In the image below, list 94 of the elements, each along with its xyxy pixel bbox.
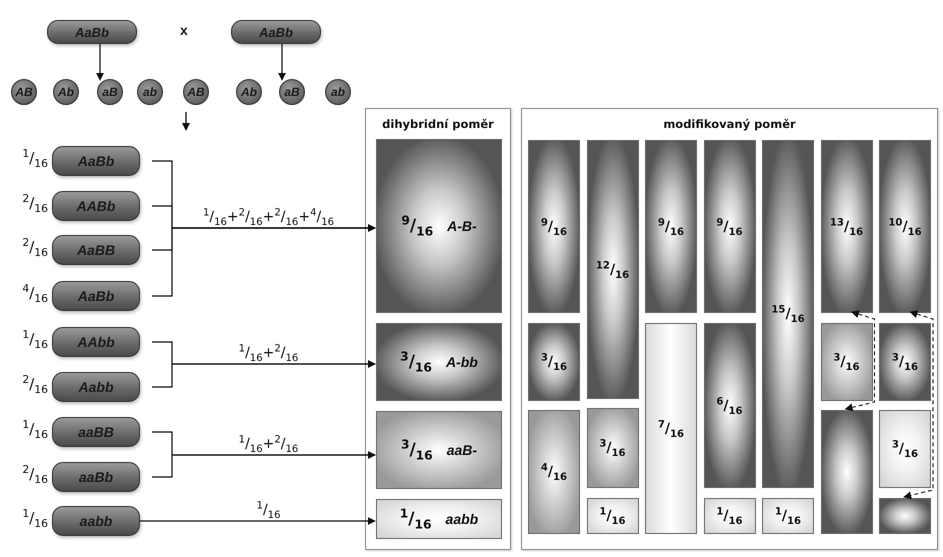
genotype-text: A-bb xyxy=(446,354,478,370)
probability-fraction: $^{2}$/$_{16}$ xyxy=(21,238,48,256)
genotype-pill: AAbb xyxy=(52,327,140,357)
ratio-cell xyxy=(879,323,931,401)
fraction-text: $^{3}$/$_{16}$ xyxy=(599,440,626,456)
gamete-circle: AB xyxy=(11,79,37,105)
genotype-pill: AaBb xyxy=(52,281,140,311)
ratio-cell xyxy=(820,323,872,401)
gamete-circle: ab xyxy=(137,79,163,105)
genotype-pill: aaBb xyxy=(52,462,140,492)
panel-heading: dihybridní poměr xyxy=(381,117,495,131)
arrow xyxy=(152,224,376,297)
dashed-arrow xyxy=(903,310,934,500)
gamete-circle: aB xyxy=(97,79,123,105)
genotype-pill: AaBB xyxy=(52,235,140,265)
ratio-cell xyxy=(586,498,638,534)
dashed-arrow xyxy=(844,310,875,412)
probability-fraction: $^{2}$/$_{16}$ xyxy=(21,194,48,212)
arrow xyxy=(140,517,376,525)
ratio-cell xyxy=(528,140,580,313)
fraction-text: $^{3}$/$_{16}$ xyxy=(540,354,568,370)
genotype-text: aabb xyxy=(446,511,478,527)
gamete-circle: Ab xyxy=(236,79,262,105)
fraction-text: $^{10}$/$_{16}$ xyxy=(888,218,922,234)
ratio-panel xyxy=(521,108,938,550)
gamete-circle: Ab xyxy=(53,79,79,105)
fraction-text: $^{6}$/$_{16}$ xyxy=(716,398,743,414)
fraction-text: $^{3}$/$_{16}$ xyxy=(400,440,433,460)
empty-ratio-cell xyxy=(879,498,931,534)
probability-fraction: $^{1}$/$_{16}$ xyxy=(21,420,48,438)
genotype-text: A-B- xyxy=(447,218,477,234)
genotype-pill: AABb xyxy=(52,191,140,221)
fraction-text: $^{12}$/$_{16}$ xyxy=(596,262,630,278)
ratio-cell xyxy=(376,411,502,489)
fraction-text: $^{9}$/$_{16}$ xyxy=(401,216,434,236)
probability-fraction: $^{4}$/$_{16}$ xyxy=(21,284,48,302)
ratio-cell xyxy=(704,140,756,313)
fraction-text: $^{3}$/$_{16}$ xyxy=(400,352,432,372)
fraction-text: $^{3}$/$_{16}$ xyxy=(833,354,860,370)
genotype-pill: AaBb xyxy=(231,20,321,44)
ratio-cell xyxy=(820,140,872,313)
ratio-cell xyxy=(376,499,502,539)
arrow xyxy=(152,360,376,388)
probability-fraction: $^{1}$/$_{16}$ xyxy=(21,330,48,348)
fraction-text: $^{3}$/$_{16}$ xyxy=(892,441,918,457)
ratio-cell xyxy=(704,323,756,488)
ratio-cell xyxy=(762,140,814,488)
genotype-pill: Aabb xyxy=(52,372,140,402)
ratio-cell xyxy=(528,410,580,534)
arrow xyxy=(278,44,286,81)
edge-label: $^{1}$/$_{16}$ xyxy=(254,502,282,518)
ratio-cell xyxy=(645,323,697,534)
genotype-text: aaB- xyxy=(446,442,478,458)
probability-fraction: $^{1}$/$_{16}$ xyxy=(21,149,48,167)
probability-fraction: $^{1}$/$_{16}$ xyxy=(21,509,48,527)
ratio-cell xyxy=(528,323,580,401)
ratio-cell xyxy=(879,410,931,488)
ratio-panel xyxy=(365,108,511,550)
fraction-text: $^{1}$/$_{16}$ xyxy=(774,508,802,524)
arrow xyxy=(96,44,104,81)
fraction-text: $^{9}$/$_{16}$ xyxy=(716,218,743,234)
fraction-text: $^{15}$/$_{16}$ xyxy=(771,306,805,322)
fraction-text: $^{3}$/$_{16}$ xyxy=(892,354,918,370)
fraction-text: $^{13}$/$_{16}$ xyxy=(830,218,864,234)
cross-symbol: x xyxy=(180,22,188,38)
edge-label: $^{1}$/$_{16}$+$^{2}$/$_{16}$ xyxy=(236,436,300,452)
ratio-cell xyxy=(704,498,756,534)
probability-fraction: $^{2}$/$_{16}$ xyxy=(21,375,48,393)
ratio-cell xyxy=(879,140,931,313)
fraction-text: $^{9}$/$_{16}$ xyxy=(540,218,568,234)
fraction-text: $^{1}$/$_{16}$ xyxy=(599,508,626,524)
fraction-text: $^{1}$/$_{16}$ xyxy=(716,508,743,524)
ratio-cell xyxy=(376,323,502,401)
genotype-pill: AaBb xyxy=(47,20,137,44)
fraction-text: $^{9}$/$_{16}$ xyxy=(658,218,684,234)
ratio-cell xyxy=(586,140,638,399)
arrow xyxy=(152,451,376,478)
ratio-cell xyxy=(645,140,697,313)
genotype-pill: AaBb xyxy=(52,146,140,176)
edge-label: $^{1}$/$_{16}$+$^{2}$/$_{16}$ xyxy=(236,345,300,361)
fraction-text: $^{4}$/$_{16}$ xyxy=(540,464,568,480)
panel-heading: modifikovaný poměr xyxy=(662,117,797,131)
probability-fraction: $^{2}$/$_{16}$ xyxy=(21,465,48,483)
genotype-pill: aabb xyxy=(52,506,140,536)
ratio-cell xyxy=(762,498,814,534)
fraction-text: $^{1}$/$_{16}$ xyxy=(400,509,432,529)
ratio-cell xyxy=(586,408,638,488)
ratio-cell xyxy=(376,139,502,313)
gamete-circle: ab xyxy=(325,79,351,105)
genotype-pill: aaBB xyxy=(52,417,140,447)
fraction-text: $^{7}$/$_{16}$ xyxy=(658,420,684,436)
gamete-circle: aB xyxy=(279,79,305,105)
empty-ratio-cell xyxy=(820,410,872,534)
gamete-circle: AB xyxy=(183,79,209,105)
